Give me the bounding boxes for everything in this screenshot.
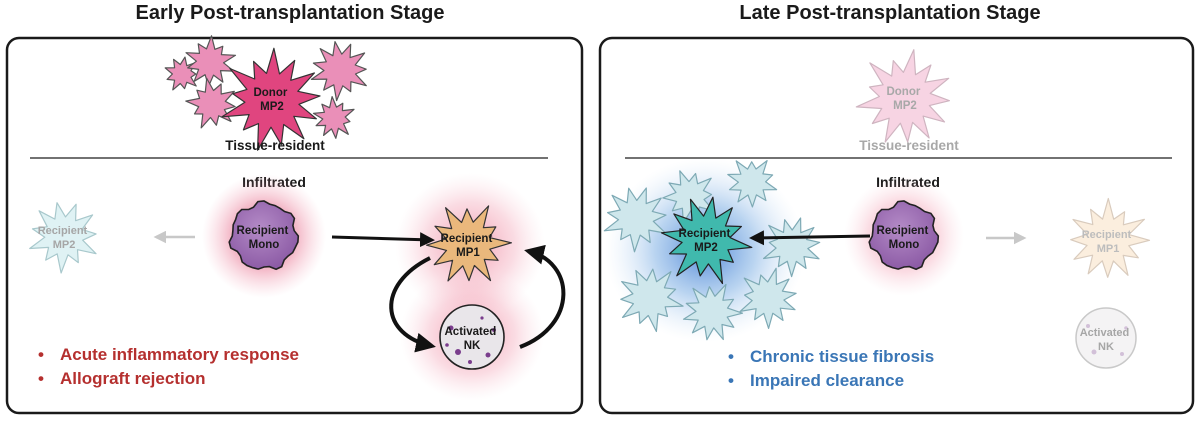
- early-activated-nk-cell: [439, 304, 505, 370]
- early-recipient-mp2-cell: [29, 202, 97, 274]
- mono-to-mp2-arrow: [749, 230, 871, 246]
- early-outcome-list: •Acute inflammatory response •Allograft …: [38, 345, 299, 393]
- late-donor-mp2-label: Donor MP2: [886, 86, 923, 112]
- late-outcome-item: •Impaired clearance: [728, 371, 905, 390]
- early-stage-title: Early Post-transplantation Stage: [135, 2, 445, 24]
- late-recipient-mp2-label: Recipient MP2: [679, 228, 734, 254]
- late-donor-mp2-cell: [855, 49, 951, 143]
- early-donor-mp2-label: Donor MP2: [253, 87, 290, 113]
- late-activated-nk-label: Activated NK: [1080, 327, 1133, 353]
- late-recipient-mono-cell: [868, 200, 940, 271]
- late-outcome-list: •Chronic tissue fibrosis •Impaired clear…: [728, 347, 934, 395]
- nk-to-mp1-arrow: [519, 244, 566, 349]
- donor-mp2-cluster: [164, 35, 367, 151]
- early-recipient-mp2-label: Recipient MP2: [38, 225, 91, 251]
- early-activated-nk-label: Activated NK: [445, 326, 500, 352]
- early-recipient-mp1-label: Recipient MP1: [441, 233, 496, 259]
- late-recipient-mp1-cell: [1070, 197, 1151, 278]
- mp1-to-nk-arrow: [389, 256, 436, 353]
- mono-to-mp1-arrow: [331, 232, 435, 248]
- late-recipient-mono-label: Recipient Mono: [877, 225, 932, 251]
- early-recipient-mono-cell: [228, 200, 300, 271]
- early-recipient-mono-label: Recipient Mono: [237, 225, 292, 251]
- early-outcome-item: •Acute inflammatory response: [38, 345, 300, 364]
- late-tissue-resident-label: Tissue-resident: [859, 138, 959, 153]
- late-outcome-item: •Chronic tissue fibrosis: [728, 347, 935, 366]
- early-tissue-resident-label: Tissue-resident: [225, 138, 325, 153]
- early-panel-frame: [5, 36, 584, 415]
- late-recipient-mp2-cell: [660, 196, 753, 285]
- late-activated-nk-cell: [1075, 307, 1137, 369]
- late-panel-frame: [598, 36, 1195, 415]
- early-recipient-mp1-cell: [426, 205, 512, 282]
- early-outcome-item: •Allograft rejection: [38, 369, 206, 388]
- late-recipient-mp1-label: Recipient MP1: [1082, 229, 1135, 255]
- late-stage-title: Late Post-transplantation Stage: [739, 2, 1041, 24]
